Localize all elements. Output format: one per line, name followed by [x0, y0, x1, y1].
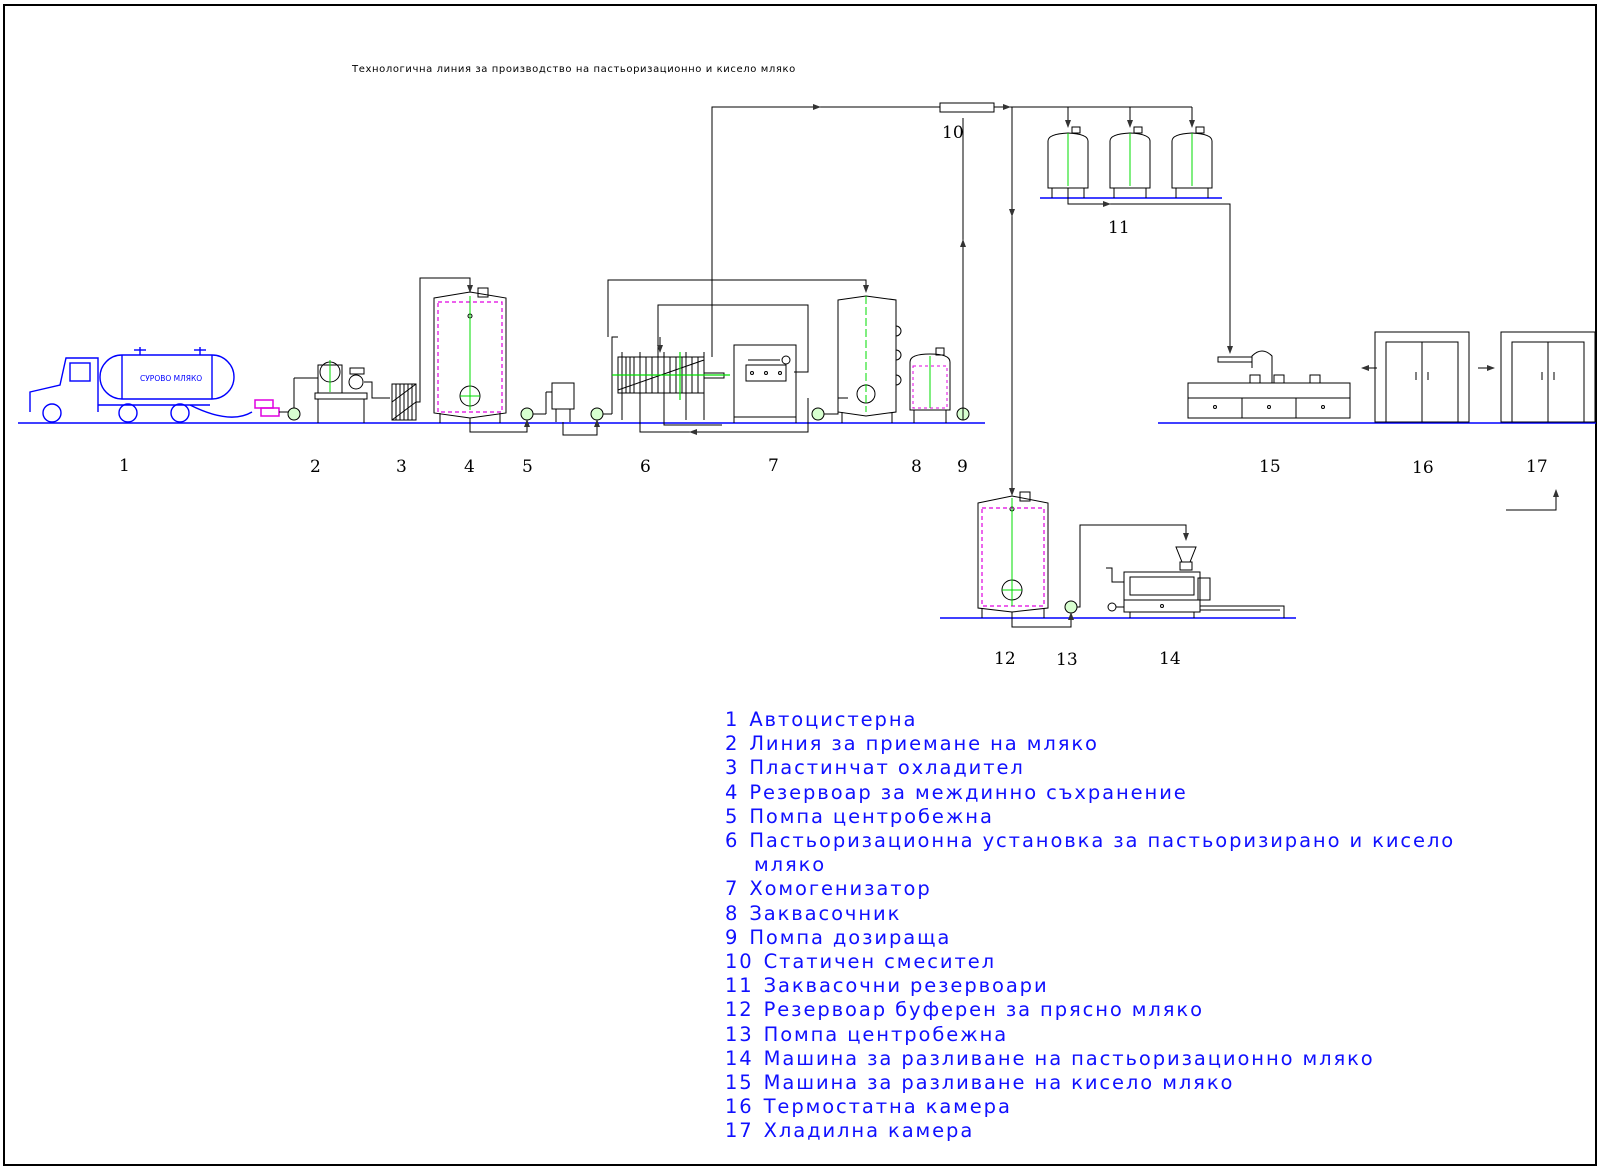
- yogurt-filling-machine: [1187, 350, 1351, 419]
- buffer-tank-jacket: [981, 507, 1045, 607]
- label-10: 10: [942, 123, 964, 143]
- label-17: 17: [1526, 457, 1548, 477]
- pasteurizer-axis: [612, 352, 730, 400]
- filling-feed-pipe: [1077, 524, 1189, 608]
- pump-icons: [287, 407, 1078, 614]
- starter-tanks-11: [1047, 107, 1233, 354]
- label-13: 13: [1056, 650, 1078, 670]
- label-3: 3: [396, 457, 407, 477]
- tank-4-axis: [460, 296, 480, 410]
- label-1: 1: [119, 456, 130, 476]
- label-11: 11: [1108, 218, 1130, 238]
- buffer-tank-axis: [1002, 498, 1022, 606]
- milk-filling-machine: [1106, 546, 1285, 618]
- ground-lines: [18, 197, 1596, 619]
- homogenizer: [733, 344, 848, 423]
- balance-tank: [533, 382, 600, 436]
- label-5: 5: [522, 457, 533, 477]
- truck-tank-label: СУРОВО МЛЯКО: [140, 374, 202, 383]
- label-8: 8: [911, 457, 922, 477]
- label-12: 12: [994, 649, 1016, 669]
- cold-chamber: [1500, 331, 1596, 423]
- starter-tanks-axis: [1067, 133, 1193, 186]
- label-6: 6: [640, 457, 651, 477]
- label-15: 15: [1259, 457, 1281, 477]
- process-tank-7: [837, 295, 902, 423]
- corner-arrow-mark: [1506, 489, 1559, 511]
- milk-receiving-unit: [293, 361, 390, 423]
- label-16: 16: [1412, 458, 1434, 478]
- starter-vessel: [909, 347, 964, 423]
- drawing-title: Технологична линия за производство на па…: [352, 64, 796, 75]
- label-14: 14: [1159, 649, 1181, 669]
- label-7: 7: [768, 456, 779, 476]
- thermostatic-chamber: [1374, 331, 1470, 423]
- buffer-tank-12: [977, 491, 1074, 628]
- process-pipes: [607, 104, 940, 435]
- tanker-truck-icon: [29, 347, 253, 423]
- plate-cooler: [391, 277, 473, 421]
- static-mixer: [939, 102, 1192, 496]
- label-4: 4: [464, 457, 475, 477]
- pasteurizer-unit: [603, 336, 725, 420]
- label-2: 2: [310, 457, 321, 477]
- hose-connector: [254, 399, 280, 417]
- label-9: 9: [957, 457, 968, 477]
